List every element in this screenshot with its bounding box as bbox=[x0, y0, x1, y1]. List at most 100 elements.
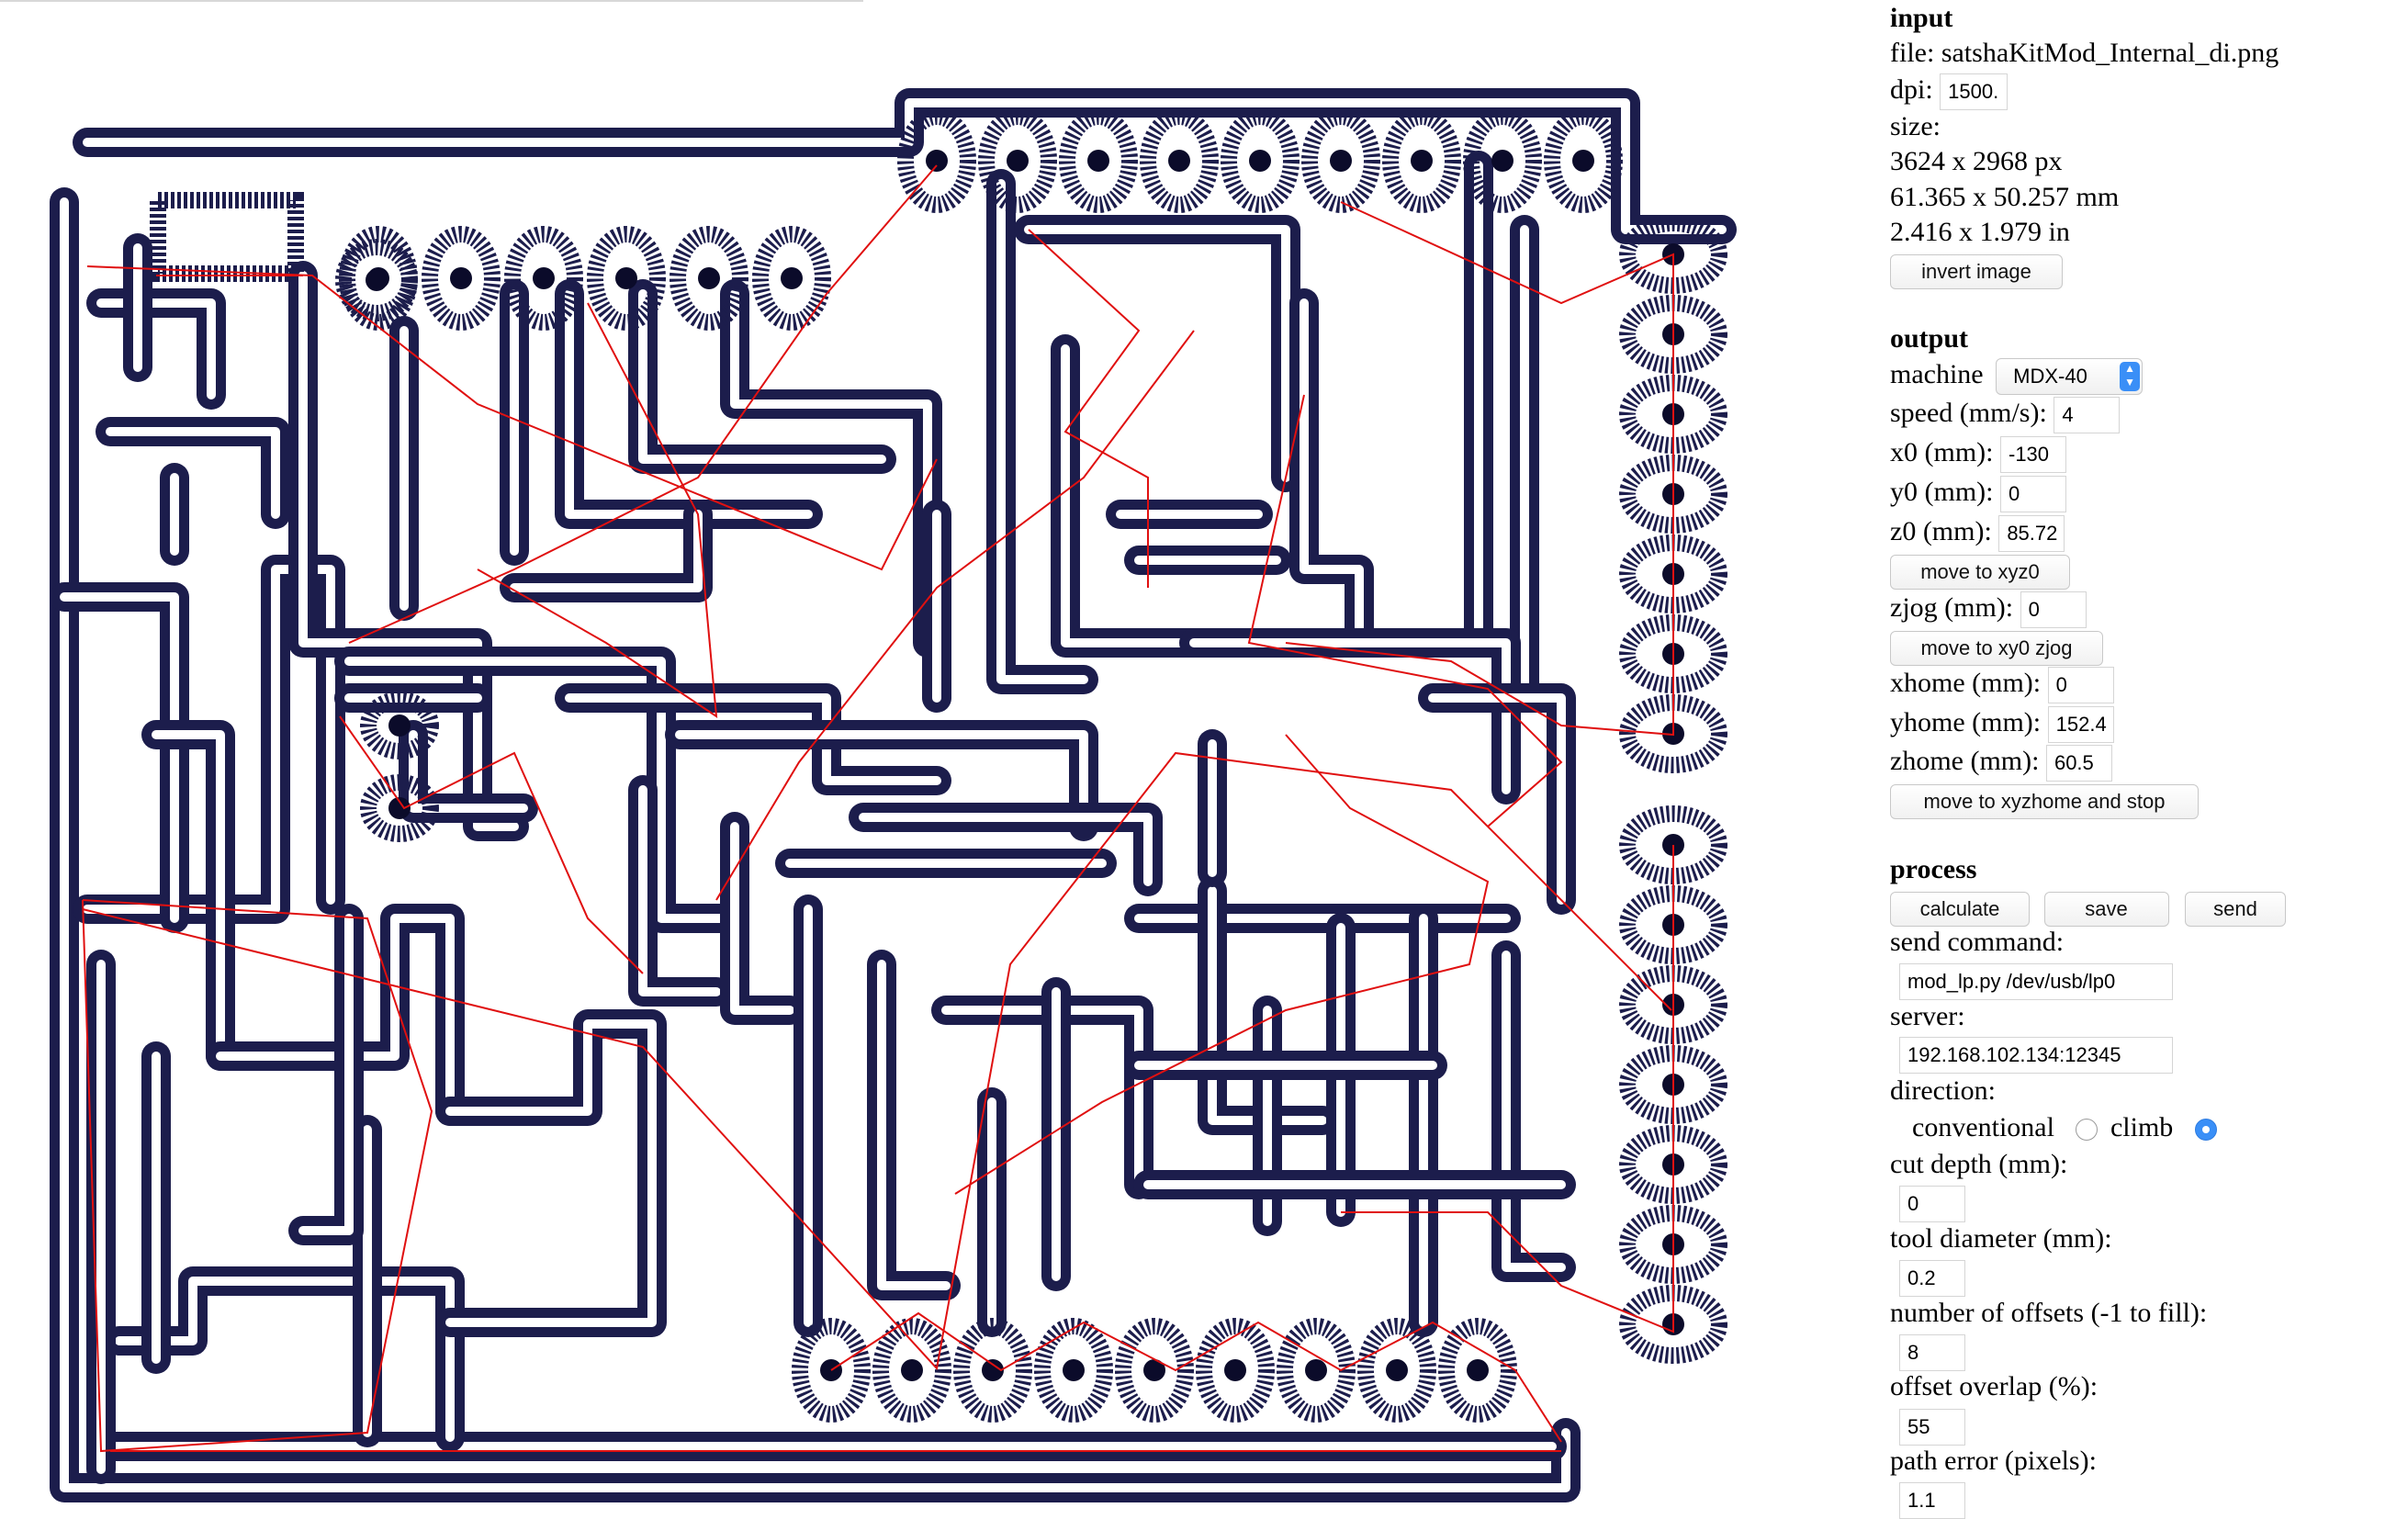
zjog-input[interactable]: 0 bbox=[2020, 591, 2087, 629]
xhome-input[interactable]: 0 bbox=[2047, 667, 2114, 704]
rapid-move-line bbox=[339, 715, 644, 974]
machine-label: machine bbox=[1890, 359, 1984, 389]
output-heading: output bbox=[1890, 323, 1969, 354]
trace-path bbox=[628, 279, 896, 474]
rapid-move-line bbox=[715, 330, 1195, 901]
cut-depth-input[interactable]: 0 bbox=[1899, 1186, 1965, 1223]
move-to-xyz0-button[interactable]: move to xyz0 bbox=[1890, 555, 2070, 591]
pad-outline bbox=[1357, 1318, 1436, 1423]
zhome-input[interactable]: 60.5 bbox=[2045, 745, 2112, 782]
dpi-label: dpi: bbox=[1890, 74, 1933, 105]
pad-outline bbox=[360, 692, 439, 760]
rapid-move-line bbox=[1341, 845, 1674, 1333]
dpi-row: dpi: 1500. bbox=[1890, 72, 2009, 111]
pad-outline bbox=[872, 1318, 951, 1423]
save-button[interactable]: save bbox=[2043, 892, 2169, 928]
machine-select[interactable]: MDX-40 ▲▼ bbox=[1996, 358, 2144, 396]
pad-outline bbox=[1277, 1318, 1356, 1423]
speed-row: speed (mm/s): 4 bbox=[1890, 395, 2121, 434]
drill-hole bbox=[982, 1359, 1004, 1381]
rapid-move-line bbox=[830, 1311, 1562, 1443]
trace-path bbox=[1051, 334, 1209, 658]
pad-outline bbox=[504, 226, 583, 331]
drill-hole bbox=[781, 267, 803, 289]
rapid-move-line bbox=[82, 751, 1672, 1371]
overlap-label: offset overlap (%): bbox=[1890, 1371, 2099, 1401]
send-command-input[interactable]: mod_lp.py /dev/usb/lp0 bbox=[1899, 963, 2173, 1001]
trace-gap bbox=[877, 960, 951, 1290]
zjog-label: zjog (mm): bbox=[1890, 592, 2014, 623]
trace-path bbox=[1289, 288, 1374, 658]
pad-outline bbox=[1140, 108, 1219, 213]
drill-hole bbox=[1168, 150, 1190, 172]
trace-path bbox=[50, 582, 189, 933]
calculate-button[interactable]: calculate bbox=[1890, 892, 2030, 928]
trace-path bbox=[86, 288, 226, 410]
file-label: file: bbox=[1890, 38, 1935, 68]
pad-outline bbox=[1301, 108, 1380, 213]
input-heading: input bbox=[1890, 3, 1953, 33]
trace-gap bbox=[60, 592, 179, 923]
trace-gap bbox=[638, 785, 721, 996]
direction-label: direction: bbox=[1890, 1075, 1996, 1106]
pad-outline bbox=[1544, 108, 1623, 213]
move-to-xyzhome-button[interactable]: move to xyzhome and stop bbox=[1890, 784, 2199, 820]
drill-hole bbox=[366, 269, 388, 291]
offsets-input[interactable]: 8 bbox=[1899, 1334, 1965, 1372]
toolpath-preview bbox=[50, 88, 1737, 1502]
x0-input[interactable]: -130 bbox=[2000, 436, 2066, 474]
yhome-label: yhome (mm): bbox=[1890, 707, 2042, 737]
server-input[interactable]: 192.168.102.134:12345 bbox=[1899, 1037, 2173, 1075]
size-mm: 61.365 x 50.257 mm bbox=[1890, 182, 2120, 212]
path-error-input[interactable]: 1.1 bbox=[1899, 1482, 1965, 1519]
send-button[interactable]: send bbox=[2185, 892, 2286, 928]
conventional-radio[interactable] bbox=[2076, 1119, 2099, 1142]
z0-input[interactable]: 85.72 bbox=[1998, 515, 2065, 553]
machine-value: MDX-40 bbox=[2013, 365, 2087, 388]
rapid-move-line bbox=[86, 265, 938, 571]
z0-label: z0 (mm): bbox=[1890, 516, 1992, 546]
drill-hole bbox=[1467, 1359, 1489, 1381]
rapid-move-line bbox=[1247, 394, 1563, 827]
rapid-move-line bbox=[348, 164, 938, 644]
dpi-input[interactable]: 1500. bbox=[1940, 73, 2009, 111]
drill-hole bbox=[1249, 150, 1271, 172]
trace-gap bbox=[638, 289, 886, 464]
climb-radio[interactable] bbox=[2194, 1119, 2217, 1142]
rapid-move-line bbox=[1028, 229, 1149, 588]
drill-hole bbox=[1007, 150, 1029, 172]
machine-row: machine MDX-40 ▲▼ bbox=[1890, 356, 2144, 396]
offsets-label: number of offsets (-1 to fill): bbox=[1890, 1298, 2208, 1328]
y0-input[interactable]: 0 bbox=[2000, 476, 2066, 513]
drill-hole bbox=[450, 267, 472, 289]
rapid-move-line bbox=[954, 734, 1490, 1195]
invert-image-button[interactable]: invert image bbox=[1890, 254, 2063, 290]
drill-hole bbox=[1330, 150, 1352, 172]
drill-hole bbox=[1386, 1359, 1408, 1381]
pad-outline bbox=[1463, 108, 1542, 213]
drill-hole bbox=[698, 267, 720, 289]
yhome-row: yhome (mm): 152.4 bbox=[1890, 704, 2114, 744]
trace-path bbox=[628, 775, 731, 1007]
yhome-input[interactable]: 152.4 bbox=[2047, 706, 2114, 744]
trace-gap bbox=[1024, 225, 1290, 482]
trace-gap bbox=[152, 730, 225, 1061]
process-heading: process bbox=[1890, 854, 1977, 884]
tool-diameter-input[interactable]: 0.2 bbox=[1899, 1260, 1965, 1298]
move-to-zjog-button[interactable]: move to xy0 zjog bbox=[1890, 631, 2103, 667]
pad-outline bbox=[953, 1318, 1032, 1423]
drill-hole bbox=[388, 797, 411, 819]
top-divider bbox=[0, 0, 863, 2]
pad-outline bbox=[792, 1318, 871, 1423]
trace-path bbox=[96, 417, 290, 529]
speed-input[interactable]: 4 bbox=[2054, 397, 2121, 434]
overlap-input[interactable]: 55 bbox=[1899, 1409, 1965, 1446]
drill-hole bbox=[1143, 1359, 1165, 1381]
select-stepper-icon: ▲▼ bbox=[2120, 362, 2141, 392]
trace-gap bbox=[675, 730, 1088, 831]
zhome-row: zhome (mm): 60.5 bbox=[1890, 743, 2112, 782]
x0-label: x0 (mm): bbox=[1890, 437, 1994, 467]
x0-row: x0 (mm): -130 bbox=[1890, 434, 2066, 474]
pad-outline bbox=[978, 108, 1057, 213]
size-label: size: bbox=[1890, 111, 1941, 141]
